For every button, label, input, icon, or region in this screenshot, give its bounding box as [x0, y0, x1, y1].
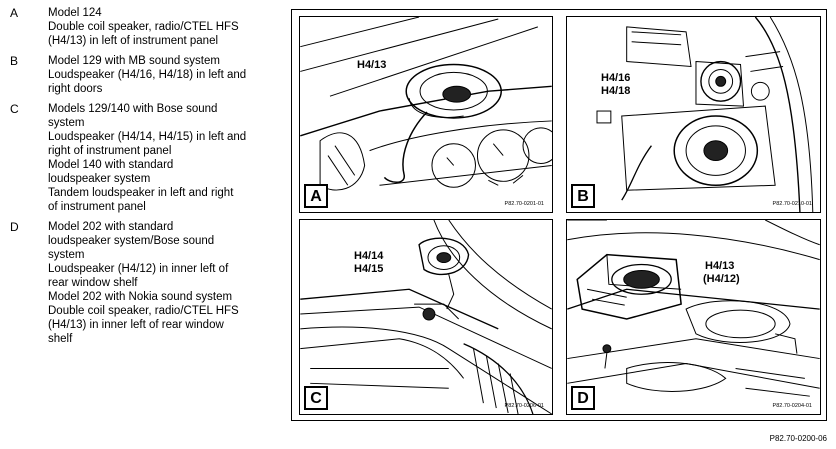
legend-c-line-3: Loudspeaker (H4/14, H4/15) in left and — [48, 131, 247, 143]
legend-d-line-5: rear window shelf — [48, 277, 138, 289]
panel-a-callout: H4/13 — [357, 59, 387, 72]
panel-c-code: P82.70-0206-01 — [504, 403, 544, 409]
figure-reference: P82.70-0200-06 — [769, 434, 827, 443]
legend-entry-c: C Models 129/140 with Bose sound system … — [8, 102, 283, 214]
legend-d-line-6: Model 202 with Nokia sound system — [48, 291, 233, 303]
legend-a-line-1: Model 124 — [48, 7, 102, 19]
panel-a-letter: A — [304, 184, 328, 208]
panel-d-code: P82.70-0204-01 — [772, 403, 812, 409]
legend-d-line-7: Double coil speaker, radio/CTEL HFS — [48, 305, 239, 317]
legend-c-line-7: Tandem loudspeaker in left and right — [48, 187, 234, 199]
legend-d-line-3: system — [48, 249, 85, 261]
legend-entry-d: D Model 202 with standard loudspeaker sy… — [8, 220, 283, 346]
panel-c-letter: C — [304, 386, 328, 410]
panel-b-callout-1: H4/16 — [601, 72, 631, 85]
legend-c-line-4: right of instrument panel — [48, 145, 172, 157]
panel-b-letter: B — [571, 184, 595, 208]
legend-letter-d: D — [10, 220, 19, 234]
legend-d-line-4: Loudspeaker (H4/12) in inner left of — [48, 263, 229, 275]
legend-entry-b: B Model 129 with MB sound system Loudspe… — [8, 54, 283, 96]
panel-d-callout-2: (H4/12) — [703, 273, 740, 286]
panel-a-code: P82.70-0201-01 — [504, 201, 544, 207]
legend-a-line-3: (H4/13) in left of instrument panel — [48, 35, 219, 47]
legend-letter-a: A — [10, 6, 19, 20]
legend-letter-b: B — [10, 54, 19, 68]
panel-b-callout-2: H4/18 — [601, 85, 631, 98]
panel-d: H4/13 (H4/12) D P82.70-0204-01 — [566, 219, 821, 415]
legend-c-line-5: Model 140 with standard — [48, 159, 174, 171]
legend-a-line-2: Double coil speaker, radio/CTEL HFS — [48, 21, 239, 33]
legend-entry-a: A Model 124 Double coil speaker, radio/C… — [8, 6, 283, 48]
panel-d-letter: D — [571, 386, 595, 410]
panel-d-callout-1: H4/13 — [705, 260, 735, 273]
panel-a-drawing — [300, 17, 552, 191]
legend-b-line-1: Model 129 with MB sound system — [48, 55, 220, 67]
panel-b-drawing — [596, 17, 814, 212]
panel-c-callout-2: H4/15 — [354, 263, 384, 276]
figure-frame: H4/13 A P82.70-0201-01 — [291, 9, 827, 421]
panel-a: H4/13 A P82.70-0201-01 — [299, 16, 553, 213]
legend-c-line-2: system — [48, 117, 85, 129]
panel-d-drawing — [567, 220, 820, 397]
legend-c-line-8: of instrument panel — [48, 201, 146, 213]
legend-d-line-1: Model 202 with standard — [48, 221, 174, 233]
legend-b-line-3: right doors — [48, 83, 103, 95]
panel-c: H4/14 H4/15 C P82.70-0206-01 — [299, 219, 553, 415]
legend-c-line-1: Models 129/140 with Bose sound — [48, 103, 218, 115]
panel-b-code: P82.70-0210-01 — [772, 201, 812, 207]
legend: A Model 124 Double coil speaker, radio/C… — [8, 6, 283, 346]
legend-letter-c: C — [10, 102, 19, 116]
panel-c-drawing — [300, 220, 552, 414]
panel-c-callout-1: H4/14 — [354, 250, 384, 263]
legend-c-line-6: loudspeaker system — [48, 173, 151, 185]
legend-d-line-9: shelf — [48, 333, 73, 345]
legend-d-line-2: loudspeaker system/Bose sound — [48, 235, 215, 247]
legend-d-line-8: (H4/13) in inner left of rear window — [48, 319, 224, 331]
legend-b-line-2: Loudspeaker (H4/16, H4/18) in left and — [48, 69, 247, 81]
panel-b: H4/16 H4/18 B P82.70-0210-01 — [566, 16, 821, 213]
